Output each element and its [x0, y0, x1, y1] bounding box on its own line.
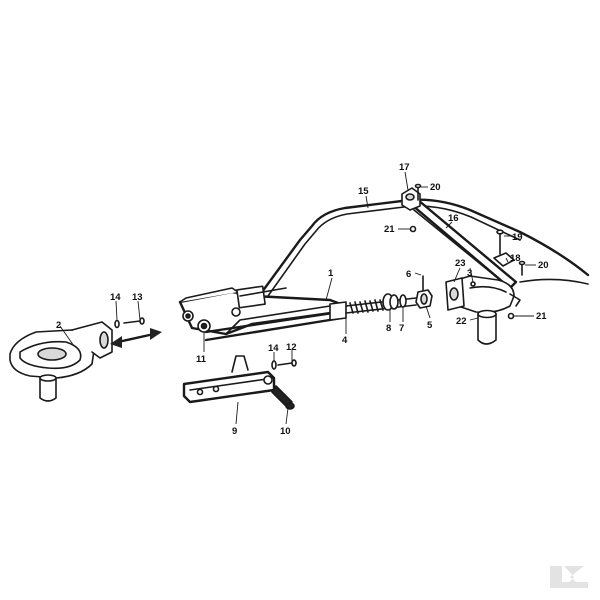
part-21-washer-right	[507, 312, 515, 320]
part-21-washer-left	[409, 225, 417, 233]
callout-15: 15	[358, 186, 369, 197]
part-11-bushing	[197, 319, 211, 333]
part-5-nut	[415, 289, 433, 309]
part-2-left-housing	[9, 321, 113, 402]
callout-22: 22	[456, 316, 467, 327]
callout-5: 5	[427, 320, 433, 331]
callout-17: 17	[399, 162, 410, 173]
movement-double-arrow	[110, 328, 162, 348]
part-20-screw-right	[518, 260, 526, 276]
callout-3: 3	[467, 268, 472, 279]
callout-6: 6	[406, 269, 411, 280]
callout-18: 18	[510, 253, 521, 264]
part-19-bolt	[496, 229, 504, 255]
callout-13: 13	[132, 292, 143, 303]
callout-11: 11	[196, 354, 207, 365]
callout-21-left: 21	[384, 224, 395, 235]
callout-16: 16	[448, 213, 459, 224]
callout-12: 12	[286, 342, 297, 353]
part-17-clamp	[401, 187, 421, 211]
callout-23: 23	[455, 258, 466, 269]
part-10-bolt	[271, 385, 295, 410]
part-12-screw	[277, 359, 297, 367]
leader-lines	[59, 171, 536, 425]
callout-14-lower: 14	[268, 343, 279, 354]
part-7-washer	[399, 294, 407, 308]
callout-21-right: 21	[536, 311, 547, 322]
callout-4: 4	[342, 335, 348, 346]
part-15-tube	[260, 198, 590, 297]
callout-8: 8	[386, 323, 391, 334]
part-14-washer-lower	[271, 360, 277, 370]
brand-logo	[550, 566, 588, 588]
part-9-plate	[182, 355, 276, 404]
callout-1: 1	[328, 268, 334, 279]
callout-14-upper: 14	[110, 292, 121, 303]
callout-9: 9	[232, 426, 237, 437]
part-8-collar	[382, 293, 399, 311]
callout-20-right: 20	[538, 260, 549, 271]
part-14-washer-upper	[114, 319, 120, 329]
callout-10: 10	[280, 426, 291, 437]
callout-19: 19	[512, 232, 523, 243]
callout-20-top: 20	[430, 182, 441, 193]
callout-2: 2	[56, 320, 61, 331]
part-13-screw	[123, 317, 145, 325]
callout-7: 7	[399, 323, 404, 334]
right-pivot-housing	[445, 275, 521, 345]
part-3-pin	[470, 281, 476, 287]
callout-labels: 1 2 3 4 5 6 7 8 9 10 11 12 13 14 14 15 1…	[56, 162, 549, 437]
part-20-screw-top	[414, 183, 422, 201]
part-18-clamp	[493, 252, 515, 267]
